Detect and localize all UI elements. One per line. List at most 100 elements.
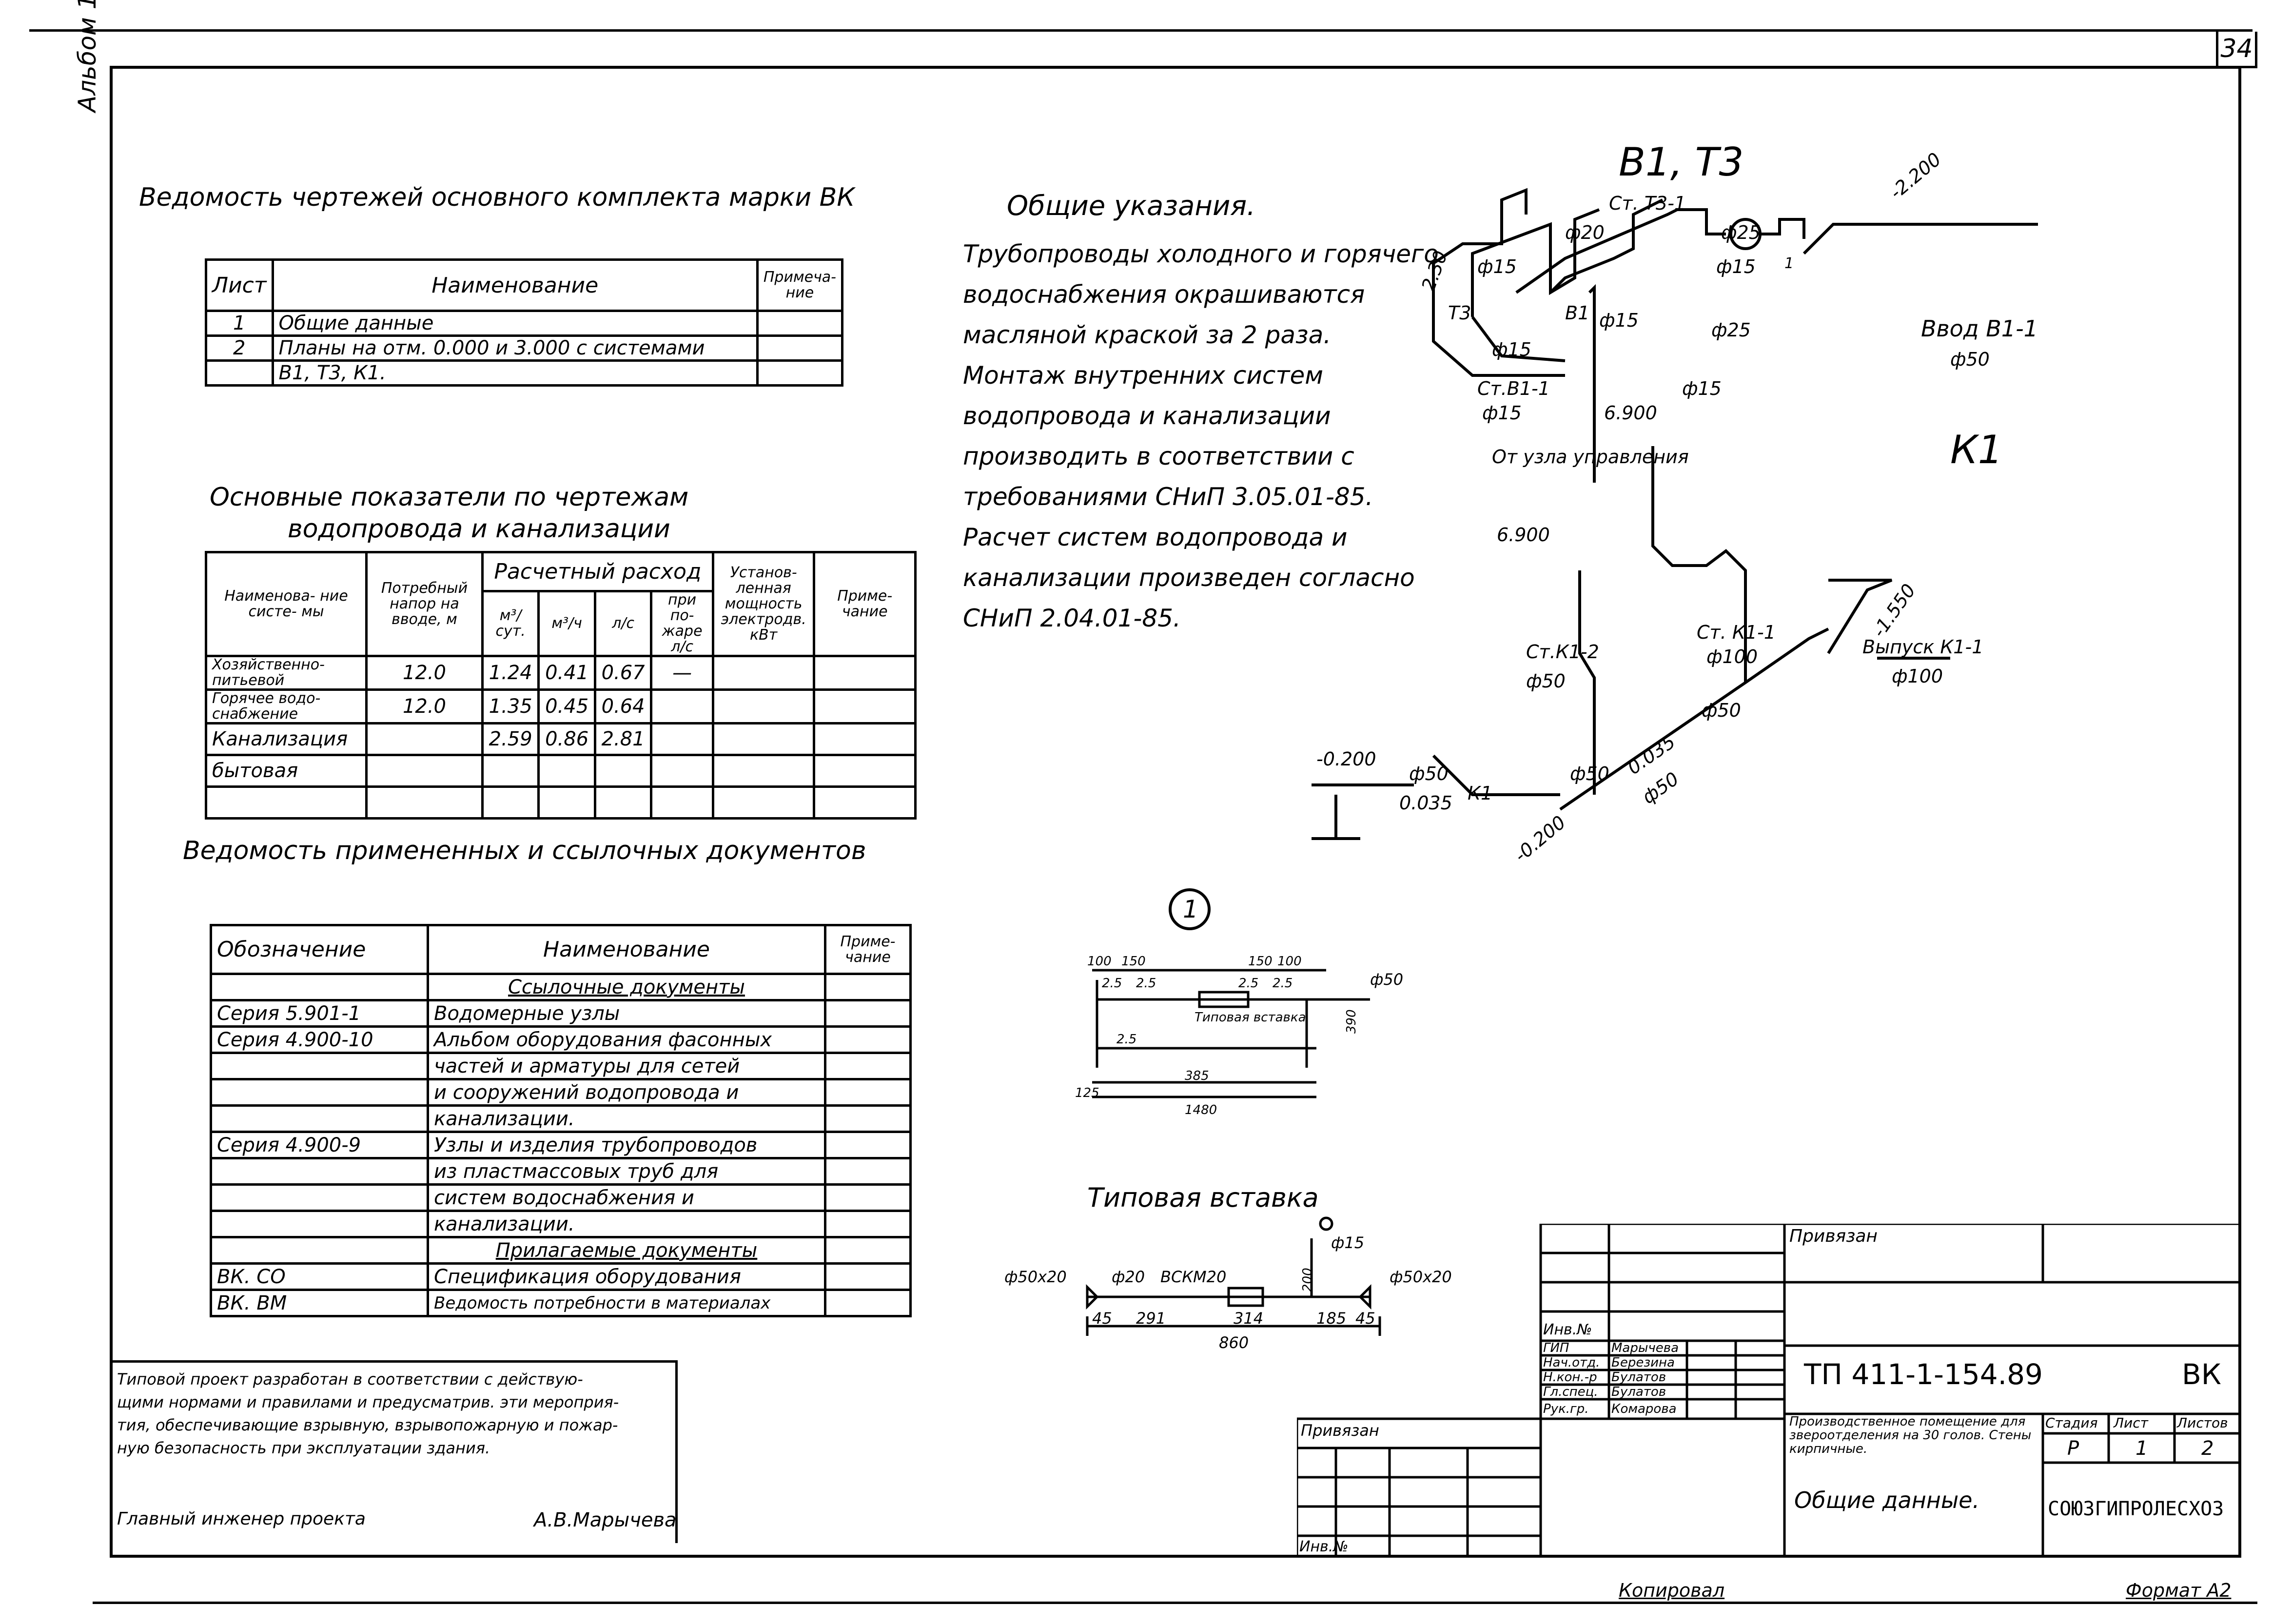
col-doc-name: Наименование: [427, 924, 826, 975]
table-row: канализации.: [210, 1104, 912, 1133]
col-note: Примеча- ние: [756, 258, 844, 312]
title-block-grid: [1297, 1224, 2241, 1558]
scheme-label: -0.200: [1316, 748, 1376, 770]
scheme-label: ф15: [1477, 256, 1517, 277]
drawing-frame: [110, 66, 2241, 1558]
notes-line: производить в соответствии с: [963, 442, 1354, 470]
node-label: 150: [1121, 954, 1146, 969]
node-label: 150: [1248, 954, 1273, 969]
statement-line: тия, обеспечивающие взрывную, взрывопожа…: [117, 1416, 618, 1434]
table-row: систем водоснабжения и: [210, 1183, 912, 1212]
scheme-label: 1: [1784, 255, 1794, 272]
scheme-label: Выпуск К1-1: [1862, 636, 1983, 658]
table-row: Хозяйственно- питьевой 12.0 1.24 0.41 0.…: [204, 655, 917, 691]
scheme-k1: К1 6.900 Ст. К1-1 ф100 Ст.К1-2 ф50 Выпус…: [1312, 427, 2003, 866]
col-designation: Обозначение: [210, 924, 429, 975]
insert-label: ф20: [1112, 1268, 1145, 1286]
indicators-title-2: водопровода и канализации: [288, 514, 670, 544]
insert-title: Типовая вставка: [1087, 1182, 1319, 1213]
table-row: бытовая: [204, 754, 917, 788]
node-label: 100: [1087, 954, 1112, 969]
role-person: Булатов: [1611, 1370, 1666, 1385]
building-description: Производственное помещение для звероотде…: [1789, 1414, 2032, 1456]
project-mark: ВК: [2182, 1358, 2221, 1391]
indicators-table: Наименова- ние систе- мы Потребный напор…: [204, 551, 917, 820]
scheme-label: ф25: [1711, 319, 1751, 341]
col-l-s: л/с: [593, 590, 653, 657]
indicators-title-1: Основные показатели по чертежам: [210, 483, 689, 512]
role-person: Березина: [1611, 1355, 1675, 1370]
scheme-k1-title: К1: [1950, 427, 2003, 472]
album-label: Альбом 1: [73, 0, 101, 112]
table-row: канализации.: [210, 1210, 912, 1238]
role-person: Булатов: [1611, 1385, 1666, 1399]
col-flow: Расчетный расход: [481, 551, 714, 592]
scheme-label: ф50: [1950, 349, 1990, 370]
bottom-border-line: [93, 1602, 2257, 1604]
node-label: 2.5: [1273, 976, 1293, 991]
sheets-header: Листов: [2177, 1415, 2228, 1431]
scheme-b1-t3: В1, Т3 Ст. Т3-1 ф20 ф25 ф15 ф15 ф15 ф25 …: [1417, 139, 2038, 483]
privyazan-label: Привязан: [1789, 1226, 1878, 1246]
notes-line: СНиП 2.04.01-85.: [963, 604, 1181, 632]
scheme-label: Ст. К1-1: [1697, 622, 1776, 643]
scheme-b1-t3-title: В1, Т3: [1619, 139, 1743, 185]
drawings-list-table: Лист Наименование Примеча- ние 1 Общие д…: [205, 258, 844, 387]
col-note: Приме- чание: [813, 551, 917, 657]
col-name: Наименование: [271, 258, 759, 312]
node-label: 2.5: [1117, 1032, 1136, 1047]
node-label: 2.5: [1102, 976, 1122, 991]
scheme-label: ф15: [1716, 256, 1756, 277]
insert-label: 291: [1136, 1309, 1166, 1328]
node-label: Типовая вставка: [1195, 1010, 1306, 1025]
format-label: Формат А2: [2126, 1580, 2232, 1601]
inv-no-label-2: Инв.№: [1299, 1538, 1349, 1555]
scheme-label: ф50: [1570, 763, 1609, 784]
inv-no-label: Инв.№: [1543, 1321, 1592, 1338]
scheme-label: -2.200: [1886, 148, 1945, 203]
table-row: Прилагаемые документы: [210, 1236, 912, 1265]
sheets-value: 2: [2201, 1437, 2214, 1460]
organization: СОЮЗГИПРОЛЕСХОЗ: [2048, 1498, 2224, 1520]
node-label: 100: [1277, 954, 1302, 969]
copied-label: Копировал: [1619, 1580, 1725, 1601]
stage-header: Стадия: [2045, 1415, 2098, 1431]
notes-body: Трубопроводы холодного и горячего водосн…: [963, 234, 1439, 639]
sheet-header: Лист: [2114, 1415, 2148, 1431]
col-m3-hour: м³/ч: [537, 590, 596, 657]
project-code: ТП 411-1-154.89: [1804, 1358, 2043, 1391]
scheme-label: Ст.К1-2: [1526, 641, 1599, 663]
notes-line: Расчет систем водопровода и: [963, 523, 1348, 551]
table-row: Ссылочные документы: [210, 973, 912, 1001]
table-row: из пластмассовых труб для: [210, 1157, 912, 1186]
documents-table: Обозначение Наименование Приме- чание Сс…: [210, 924, 912, 1317]
role-name: Рук.гр.: [1543, 1402, 1589, 1416]
scheme-label: Т3: [1448, 302, 1471, 324]
privyazan-label-2: Привязан: [1301, 1421, 1379, 1440]
role-person: Комарова: [1611, 1402, 1677, 1416]
notes-line: Монтаж внутренних систем: [963, 361, 1323, 390]
scheme-label: -0.200: [1510, 811, 1570, 866]
col-fire: при по- жаре л/с: [650, 590, 714, 657]
node-label: 2.5: [1136, 976, 1156, 991]
col-m3-day: м³/сут.: [481, 590, 540, 657]
scheme-label: В1: [1565, 302, 1589, 324]
insert-label: ф50x20: [1390, 1268, 1452, 1286]
scheme-label: ф20: [1565, 222, 1605, 243]
table-row: 2 Планы на отм. 0.000 и 3.000 с системам…: [205, 334, 844, 362]
insert-label: ВСКМ20: [1160, 1268, 1226, 1286]
scheme-label: ф100: [1706, 646, 1758, 667]
stage-value: Р: [2067, 1437, 2079, 1460]
statement-line: щими нормами и правилами и предусматрив.…: [117, 1393, 619, 1411]
top-border-line: [29, 29, 2253, 32]
node-label: 390: [1344, 1009, 1359, 1034]
table-row: [204, 785, 917, 820]
table-row: Горячее водо- снабжение 12.0 1.35 0.45 0…: [204, 688, 917, 724]
scheme-label: К1: [1468, 783, 1492, 804]
scheme-label: ф15: [1482, 402, 1522, 424]
notes-line: масляной краской за 2 раза.: [963, 321, 1332, 349]
